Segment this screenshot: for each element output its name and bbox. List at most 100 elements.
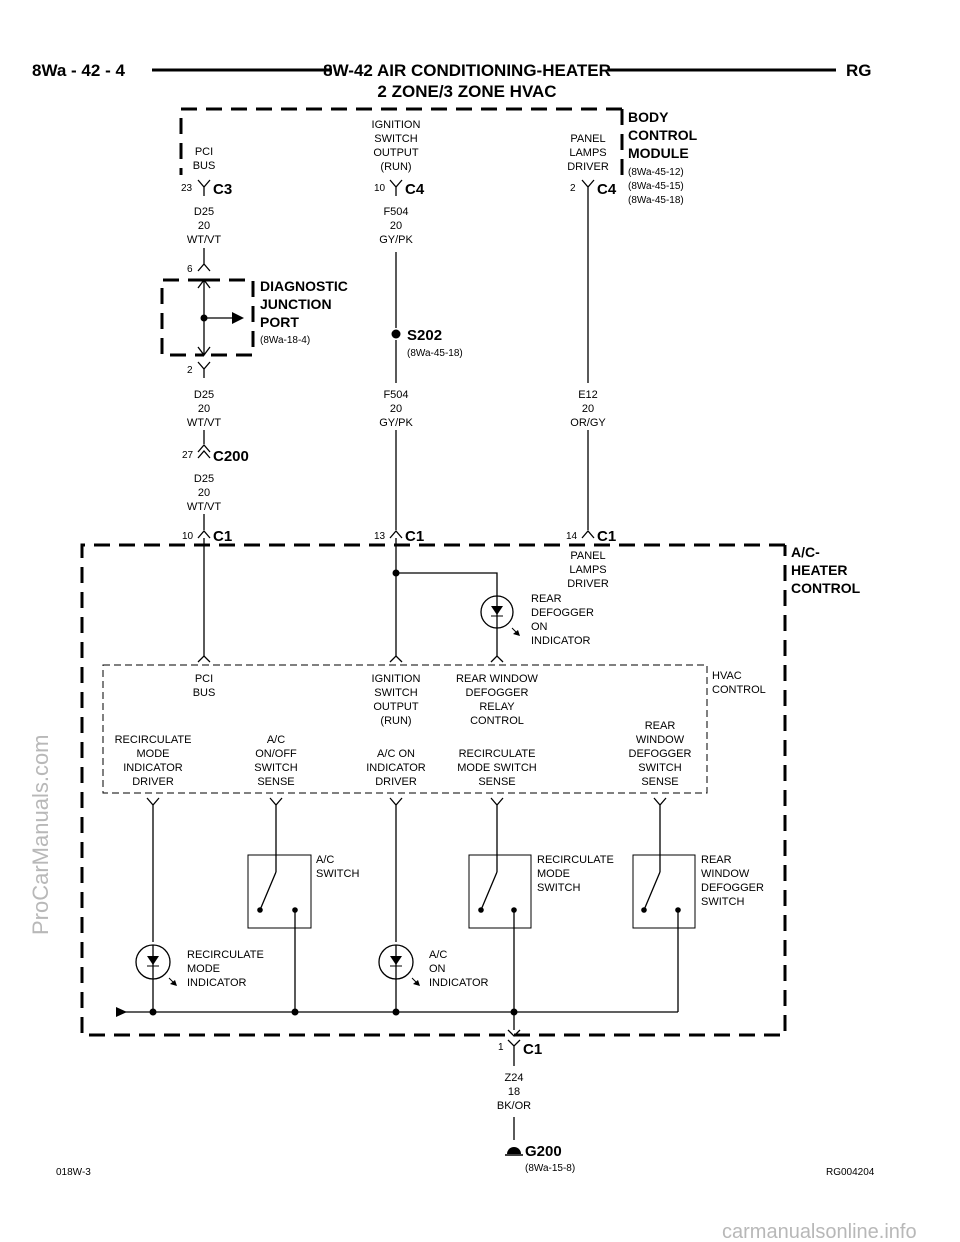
svg-text:DIAGNOSTIC: DIAGNOSTIC: [260, 278, 348, 294]
svg-text:20: 20: [198, 220, 210, 232]
wire-e12: E12 20 OR/GY: [570, 389, 606, 429]
bcm-pci-label: PCI BUS: [193, 146, 216, 172]
svg-text:C4: C4: [405, 181, 425, 198]
page-ref: 8Wa - 42 - 4: [32, 61, 125, 80]
svg-text:1: 1: [498, 1042, 504, 1053]
svg-text:MODE: MODE: [137, 748, 170, 760]
ahc-pin-14: 14 C1: [566, 528, 616, 545]
svg-text:D25: D25: [194, 206, 214, 218]
svg-text:CONTROL: CONTROL: [628, 127, 698, 143]
svg-text:PCI: PCI: [195, 146, 213, 158]
svg-text:13: 13: [374, 531, 386, 542]
svg-text:Z24: Z24: [505, 1072, 524, 1084]
svg-text:SWITCH: SWITCH: [638, 762, 681, 774]
svg-text:REAR: REAR: [531, 593, 562, 605]
svg-text:(8Wa-18-4): (8Wa-18-4): [260, 335, 310, 346]
svg-text:WT/VT: WT/VT: [187, 501, 221, 513]
svg-text:RECIRCULATE: RECIRCULATE: [459, 748, 536, 760]
ac-switch-label: A/C SWITCH: [316, 854, 359, 880]
svg-text:HEATER: HEATER: [791, 562, 848, 578]
svg-text:D25: D25: [194, 473, 214, 485]
ground-bus: [125, 928, 679, 1013]
svg-text:IGNITION: IGNITION: [372, 119, 421, 131]
svg-text:A/C-: A/C-: [791, 544, 820, 560]
svg-text:RECIRCULATE: RECIRCULATE: [115, 734, 192, 746]
svg-text:INDICATOR: INDICATOR: [123, 762, 183, 774]
svg-text:SWITCH: SWITCH: [701, 896, 744, 908]
svg-text:DEFOGGER: DEFOGGER: [466, 687, 529, 699]
svg-text:20: 20: [198, 487, 210, 499]
svg-text:OR/GY: OR/GY: [570, 417, 606, 429]
svg-text:CONTROL: CONTROL: [712, 684, 766, 696]
svg-text:PCI: PCI: [195, 673, 213, 685]
svg-text:SENSE: SENSE: [641, 776, 678, 788]
svg-text:WINDOW: WINDOW: [701, 868, 750, 880]
svg-text:23: 23: [181, 183, 193, 194]
svg-text:14: 14: [566, 531, 578, 542]
ac-indicator-led-icon: [378, 944, 420, 1012]
bcm-ign-label: IGNITION SWITCH OUTPUT (RUN): [372, 119, 421, 173]
svg-text:RELAY: RELAY: [479, 701, 515, 713]
ahc-pin-10: 10 C1: [182, 528, 232, 545]
svg-text:MODULE: MODULE: [628, 145, 689, 161]
ac-ind-drv-wire: [389, 797, 403, 942]
rear-defogger-indicator-label: REAR DEFOGGER ON INDICATOR: [531, 593, 594, 647]
svg-text:(8Wa-45-18): (8Wa-45-18): [407, 348, 463, 359]
hvac-recirc-sense-label: RECIRCULATE MODE SWITCH SENSE: [457, 748, 536, 788]
recirc-indicator-label: RECIRCULATE MODE INDICATOR: [187, 949, 264, 989]
recirc-indicator-led-icon: [135, 944, 177, 1012]
svg-text:(8Wa-45-18): (8Wa-45-18): [628, 195, 684, 206]
svg-text:INDICATOR: INDICATOR: [187, 977, 247, 989]
svg-text:ON/OFF: ON/OFF: [255, 748, 297, 760]
svg-text:WINDOW: WINDOW: [636, 734, 685, 746]
svg-text:10: 10: [374, 183, 386, 194]
bcm-pin-c3-23: 23 C3: [181, 179, 232, 198]
svg-text:F504: F504: [383, 389, 408, 401]
djp-border: [160, 278, 255, 357]
group-code: RG: [846, 61, 872, 80]
svg-text:HVAC: HVAC: [712, 670, 742, 682]
svg-text:WT/VT: WT/VT: [187, 234, 221, 246]
svg-text:2: 2: [187, 365, 193, 376]
wire-d25-top: D25 20 WT/VT: [187, 206, 221, 246]
bcm-border: [179, 107, 624, 175]
svg-text:MODE: MODE: [537, 868, 570, 880]
ground-pin-c1-1: 1 C1: [498, 1029, 542, 1066]
svg-text:D25: D25: [194, 389, 214, 401]
svg-text:CONTROL: CONTROL: [470, 715, 524, 727]
wire-d25-mid: D25 20 WT/VT: [187, 389, 221, 429]
hvac-ac-ind-drv-label: A/C ON INDICATOR DRIVER: [366, 748, 426, 788]
bcm-name: BODY CONTROL MODULE: [628, 109, 698, 161]
hvac-pci-label: PCI BUS: [193, 673, 216, 699]
svg-text:F504: F504: [383, 206, 408, 218]
svg-text:REAR: REAR: [701, 854, 732, 866]
svg-text:SENSE: SENSE: [257, 776, 294, 788]
page-title: 8W-42 AIR CONDITIONING-HEATER: [323, 61, 611, 80]
defog-switch-label: REAR WINDOW DEFOGGER SWITCH: [701, 854, 764, 908]
ahc-panel-label: PANEL LAMPS DRIVER: [567, 550, 609, 590]
svg-text:27: 27: [182, 450, 194, 461]
djp-pin-2: 2: [187, 361, 211, 378]
svg-text:S202: S202: [407, 327, 442, 344]
s202-label: S202 (8Wa-45-18): [407, 327, 463, 359]
svg-text:DRIVER: DRIVER: [132, 776, 174, 788]
svg-text:C1: C1: [405, 528, 424, 545]
svg-text:SENSE: SENSE: [478, 776, 515, 788]
svg-text:JUNCTION: JUNCTION: [260, 296, 332, 312]
svg-text:C1: C1: [213, 528, 232, 545]
svg-text:GY/PK: GY/PK: [379, 417, 413, 429]
svg-text:REAR WINDOW: REAR WINDOW: [456, 673, 539, 685]
djp-splice-dot: [200, 314, 208, 322]
svg-text:10: 10: [182, 531, 194, 542]
ac-switch-icon: [247, 854, 312, 929]
recirc-sense-wire: [490, 797, 504, 872]
svg-text:SWITCH: SWITCH: [254, 762, 297, 774]
svg-text:20: 20: [390, 220, 402, 232]
g200-ground-icon: [505, 1147, 523, 1156]
djp-pin-6: 6: [187, 258, 211, 275]
s202-splice-dot: [391, 329, 401, 339]
svg-text:WT/VT: WT/VT: [187, 417, 221, 429]
ign-splice-dot: [392, 569, 400, 577]
svg-text:C200: C200: [213, 448, 249, 465]
hvac-ac-sense-label: A/C ON/OFF SWITCH SENSE: [254, 734, 297, 788]
